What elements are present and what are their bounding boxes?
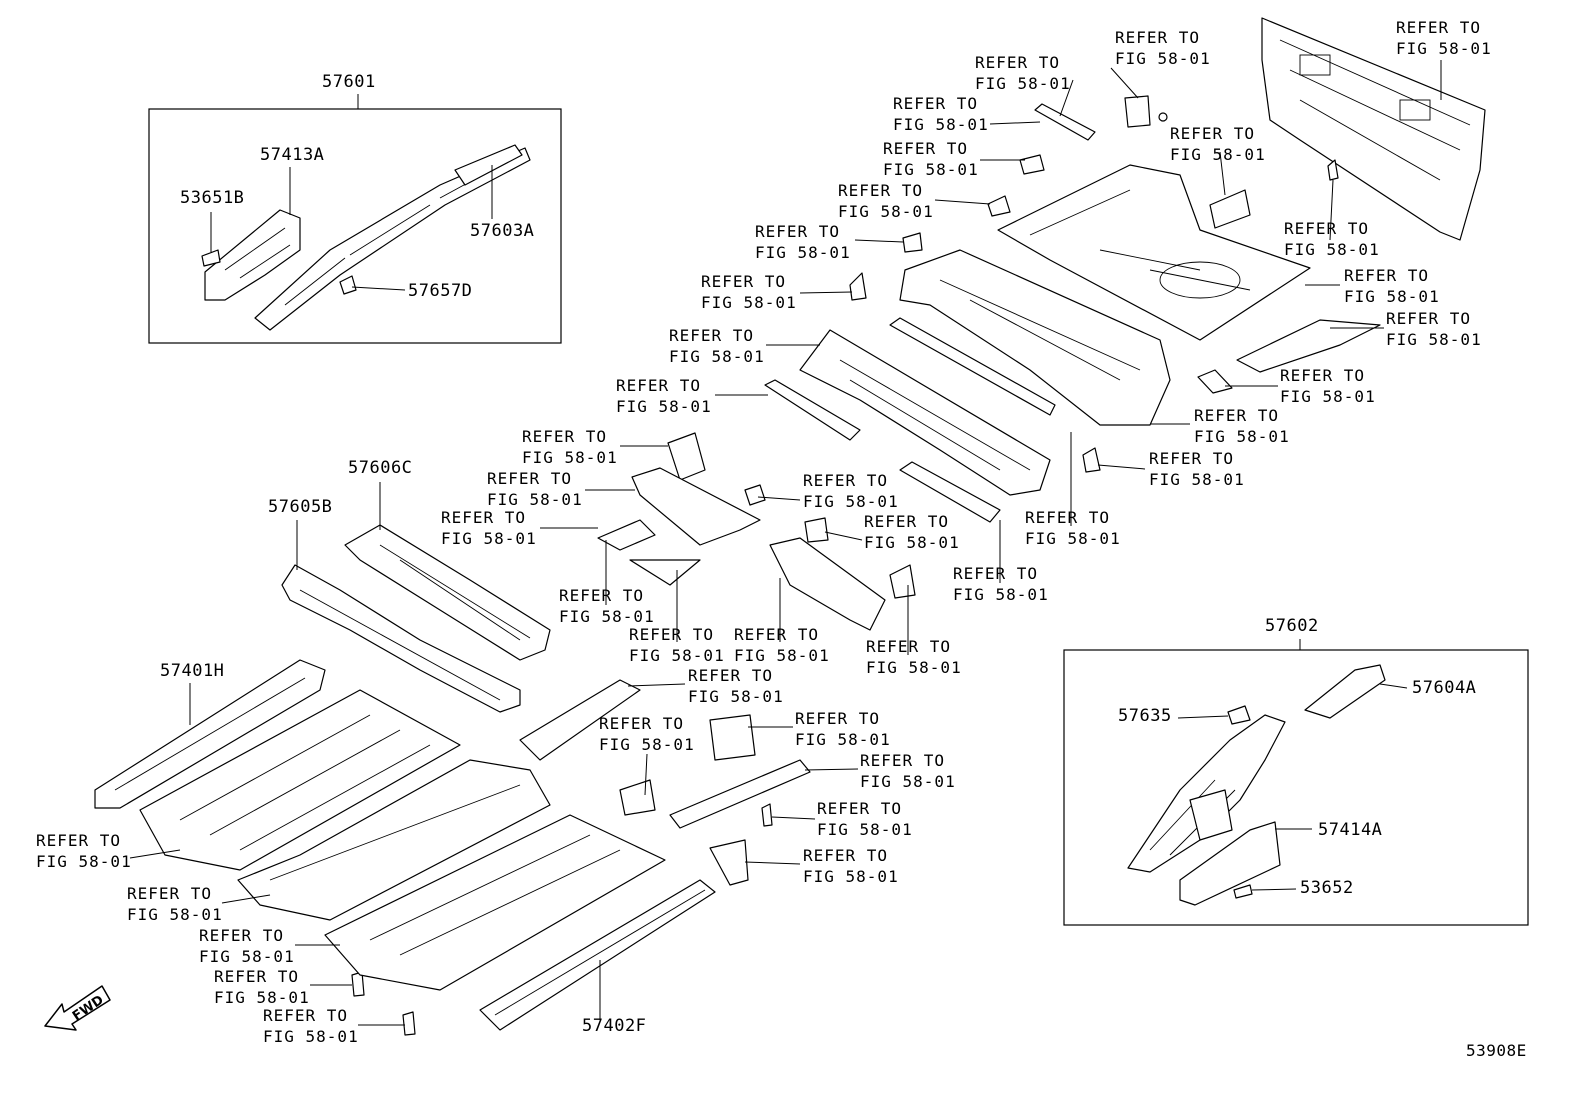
rear-crossmember-shape xyxy=(899,249,1171,426)
group-box-57602 xyxy=(1063,649,1529,926)
part-label-57657D: 57657D xyxy=(408,281,473,301)
leader-lines xyxy=(129,60,1442,1026)
front-floor-pan-shape xyxy=(139,689,461,871)
part-57413A-shape xyxy=(204,209,301,301)
part-label-57413A: 57413A xyxy=(260,145,325,165)
group-label-57601: 57601 xyxy=(322,72,376,92)
rear-panel-shape xyxy=(1261,17,1486,241)
part-label-57606C: 57606C xyxy=(348,458,413,478)
part-label-57603A: 57603A xyxy=(470,221,535,241)
part-label-57605B: 57605B xyxy=(268,497,333,517)
part-57605B-shape xyxy=(281,564,521,713)
part-label-53651B: 53651B xyxy=(180,188,245,208)
part-57401H-shape xyxy=(94,659,326,809)
front-floor-rear-shape xyxy=(324,814,666,991)
part-53651B-shape xyxy=(201,249,221,267)
part-label-57402F: 57402F xyxy=(582,1016,647,1036)
diagram-code: 53908E xyxy=(1466,1041,1527,1060)
part-label-57635: 57635 xyxy=(1118,706,1172,726)
rear-floor-pan-shape xyxy=(997,164,1311,341)
part-label-57414A: 57414A xyxy=(1318,820,1383,840)
part-57606C-shape xyxy=(344,524,551,661)
part-57604A-shape xyxy=(1304,664,1386,719)
upper-crossbar-shape xyxy=(889,317,1056,416)
part-57402F-shape xyxy=(479,879,716,1031)
part-57635-shape xyxy=(1227,705,1251,725)
part-53652-shape xyxy=(1233,884,1253,899)
part-label-53652: 53652 xyxy=(1300,878,1354,898)
center-tunnel-shape xyxy=(237,759,551,921)
group-box-57601 xyxy=(148,108,562,344)
part-label-57604A: 57604A xyxy=(1412,678,1477,698)
part-57414A-shape xyxy=(1179,821,1281,906)
part-57602-main-shape xyxy=(1127,714,1286,873)
group-label-57602: 57602 xyxy=(1265,616,1319,636)
part-57657D-shape xyxy=(339,275,357,295)
part-57603A-shape xyxy=(254,144,531,331)
center-crossmember-shape xyxy=(799,329,1051,496)
part-label-57401H: 57401H xyxy=(160,661,225,681)
small-bracket-shapes xyxy=(351,95,1381,1036)
fwd-arrow-icon: FWD xyxy=(44,985,111,1031)
